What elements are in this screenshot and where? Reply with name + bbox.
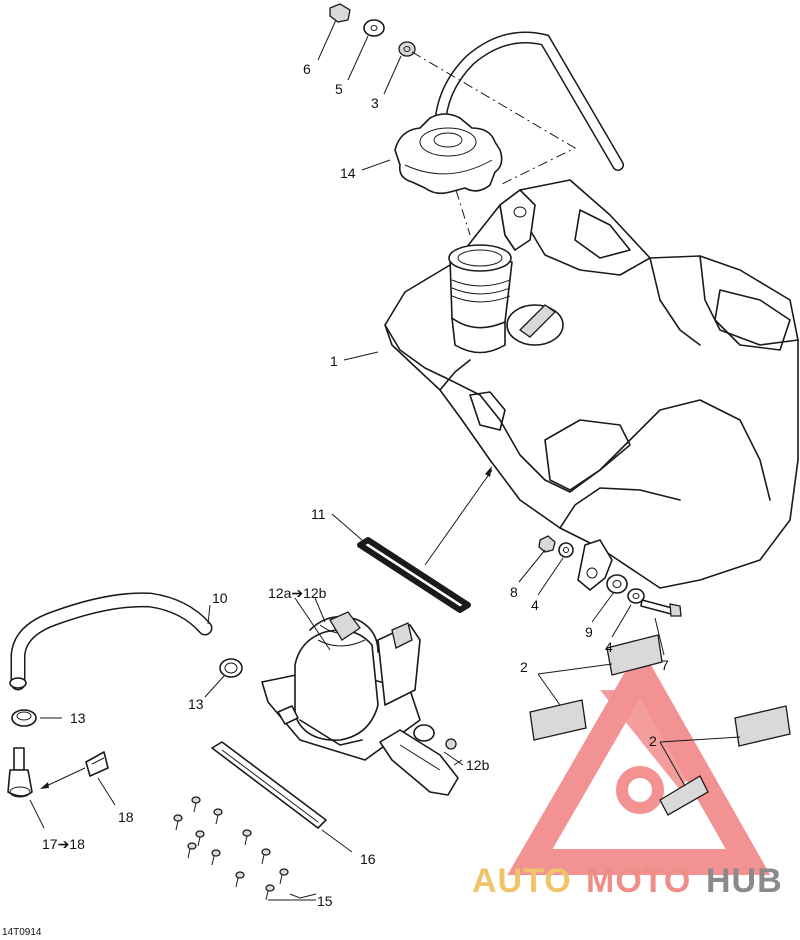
grommet-9 [606, 574, 628, 594]
fuel-level-sender [379, 729, 459, 796]
hose-clamp-upper [219, 658, 243, 678]
bolt-7 [640, 599, 682, 617]
watermark-logo [507, 645, 771, 875]
vent-boss [506, 304, 564, 346]
watermark-moto: MOTO [586, 862, 691, 900]
base-plate [211, 741, 327, 829]
fuel-tank [384, 179, 799, 591]
diagram-code: 14T0914 [2, 927, 42, 938]
callout-1: 1 [330, 353, 338, 369]
callout-12b: 12b [466, 757, 490, 773]
callout-6: 6 [303, 61, 311, 77]
callout-4-left: 4 [531, 597, 539, 613]
nut-8 [538, 535, 556, 553]
gasket [357, 537, 471, 613]
callout-13-lower: 13 [70, 710, 86, 726]
connector-12b [413, 724, 457, 750]
watermark-auto: AUTO [472, 862, 572, 900]
top-washer-5 [363, 19, 385, 37]
callout-3: 3 [371, 95, 379, 111]
top-nut-6 [329, 3, 351, 23]
retainer-clip [85, 751, 109, 777]
hose-clamp-lower [11, 709, 37, 727]
quick-connector [7, 747, 33, 798]
callout-8: 8 [510, 584, 518, 600]
watermark-hub: HUB [706, 862, 783, 900]
watermark-text: AUTO MOTO HUB [472, 862, 783, 900]
callout-13-upper: 13 [188, 696, 204, 712]
fuel-cap [394, 113, 503, 195]
callout-14: 14 [340, 165, 356, 181]
washer-4b [627, 588, 645, 604]
callout-2-left: 2 [520, 659, 528, 675]
fuel-hose [9, 592, 213, 691]
fuel-pump-module [261, 611, 421, 761]
callout-16: 16 [360, 851, 376, 867]
filler-neck [448, 244, 513, 354]
callout-11: 11 [311, 506, 326, 522]
screws [173, 796, 289, 901]
breather-hose [434, 31, 624, 171]
callout-9: 9 [585, 624, 593, 640]
callout-10: 10 [212, 590, 228, 606]
callout-7: 7 [661, 657, 669, 673]
callout-2-right: 2 [649, 733, 657, 749]
leader-lines [29, 19, 741, 901]
callout-17-18: 17➔18 [42, 836, 85, 852]
top-bushing-3 [398, 41, 416, 57]
callout-4-right: 4 [605, 639, 613, 655]
callout-5: 5 [335, 81, 343, 97]
foam-pads [529, 634, 791, 816]
washer-4a [558, 542, 574, 558]
callout-18: 18 [118, 809, 134, 825]
callout-12a-12b: 12a➔12b [268, 585, 327, 601]
callout-15: 15 [317, 893, 333, 909]
